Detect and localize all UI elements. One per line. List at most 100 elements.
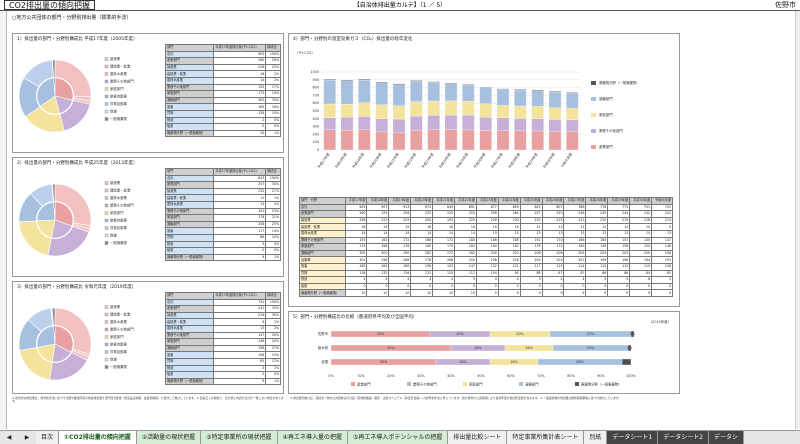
segment-label: 20%: [456, 332, 464, 336]
value-cell: 258: [388, 210, 412, 218]
value-cell: 14: [213, 76, 267, 85]
legend-swatch: [104, 350, 109, 354]
tab-scroll-left-icon[interactable]: ◀: [6, 434, 12, 441]
segment-label: 40%: [387, 346, 395, 350]
pie-inner-slice: [53, 201, 56, 221]
legend-label: 貨物自動車: [110, 225, 128, 230]
tab-9[interactable]: データシート1: [607, 431, 659, 444]
tab-5[interactable]: ⑤再エネ導入ポテンシャルの把握: [347, 431, 449, 444]
tab-10[interactable]: データシート2: [658, 431, 710, 444]
value-cell: 9: [585, 289, 609, 297]
footnote-right: ※ 排出量の推計は、環境省「地方公共団体実行計画（区域施策編）策定・実施マニュア…: [290, 396, 622, 400]
tab-7[interactable]: 特定事業所集計表シート: [507, 431, 585, 444]
value-cell: 3: [213, 240, 267, 249]
bar-segment: [462, 84, 475, 86]
tab-4[interactable]: ④再エネ導入量の把握: [277, 431, 348, 444]
bar-segment: [531, 106, 544, 119]
value-cell: 0: [388, 282, 412, 291]
bar-segment: [496, 130, 510, 151]
x-tick-label: 10%: [357, 374, 365, 378]
tab-1[interactable]: ①CO2排出量の傾向把握: [59, 431, 137, 444]
value-cell: 18: [432, 223, 456, 231]
share-cell: 0%: [265, 116, 281, 125]
value-cell: 160: [563, 243, 587, 251]
tab-6[interactable]: 排出量比較シート: [448, 431, 508, 444]
value-cell: 10: [344, 289, 368, 297]
share-cell: 1%: [265, 364, 281, 373]
value-cell: 0: [213, 247, 267, 255]
legend-swatch: [104, 72, 109, 76]
row-label: 貨物: [164, 109, 215, 118]
header-cell: 構成比: [265, 168, 281, 176]
value-cell: 84: [629, 269, 653, 278]
tab-2[interactable]: ②活動量の現状把握: [136, 431, 202, 444]
stack-segment: [627, 344, 632, 352]
bar-segment: [531, 130, 544, 151]
vertical-scrollbar[interactable]: [795, 11, 800, 429]
bar-segment: [514, 130, 527, 151]
x-tick-label: 平成25年度: [455, 151, 470, 169]
value-cell: 0: [432, 282, 456, 291]
header-cell: 平成30年度: [629, 197, 653, 205]
row-label: 合計: [299, 203, 346, 212]
header-cell: 部門: [164, 168, 215, 176]
x-tick-label: 平成27年度: [489, 151, 504, 169]
value-cell: 4: [497, 276, 521, 284]
y-tick-label: 500: [313, 109, 319, 113]
header-cell: 令和元年度: [651, 197, 673, 205]
value-cell: 10: [432, 289, 456, 297]
bar-segment: [566, 92, 579, 94]
row-label: 建設業・鉱業: [164, 70, 215, 78]
value-cell: 296: [366, 256, 390, 264]
share-cell: 12%: [265, 357, 281, 366]
value-cell: 859: [497, 203, 521, 212]
bar-segment: [514, 89, 527, 91]
value-cell: 0: [541, 282, 565, 291]
value-cell: 205: [563, 249, 587, 258]
legend-swatch: [104, 94, 109, 99]
share-cell: 0%: [265, 247, 281, 255]
row-label: 旅客: [164, 103, 215, 111]
tab-0[interactable]: 目次: [36, 431, 60, 444]
segment-label: 35%: [380, 360, 388, 364]
value-cell: 160: [388, 262, 412, 271]
row-label: 製造業: [164, 63, 215, 72]
x-tick-label: 20%: [387, 374, 395, 378]
value-cell: 13: [651, 229, 673, 238]
value-cell: 14: [629, 229, 653, 238]
value-cell: 9: [213, 377, 267, 386]
pie-outer-slice: [52, 183, 56, 202]
tab-8[interactable]: 別紙: [584, 431, 608, 444]
value-cell: 9: [475, 289, 499, 297]
panel-title: 4）部門・分野別の温室効果ガス（CO₂）排出量の経年変化: [293, 37, 413, 42]
bar-segment: [375, 81, 388, 83]
header-cell: 構成比: [265, 44, 281, 52]
value-cell: 0: [651, 282, 673, 291]
tab-3[interactable]: ③特定事業所の現状把握: [201, 431, 278, 444]
value-cell: 260: [497, 210, 521, 218]
row-label: 鉄道: [299, 276, 346, 284]
value-cell: 9: [629, 289, 653, 297]
value-cell: 225: [454, 216, 477, 225]
tab-scroll-right-icon[interactable]: ▶: [24, 434, 30, 441]
value-cell: 110: [629, 262, 653, 271]
value-cell: 178: [213, 214, 267, 222]
legend-swatch: [104, 64, 109, 69]
value-cell: 193: [432, 216, 456, 225]
value-cell: 0: [213, 123, 267, 131]
row-label: 合計: [164, 298, 215, 307]
value-cell: 236: [475, 256, 499, 264]
tab-11[interactable]: データシ: [709, 431, 745, 444]
value-cell: 849: [432, 203, 456, 212]
row-label: 船舶: [164, 123, 215, 131]
legend-swatch: [407, 382, 411, 386]
value-cell: 170: [432, 243, 456, 251]
